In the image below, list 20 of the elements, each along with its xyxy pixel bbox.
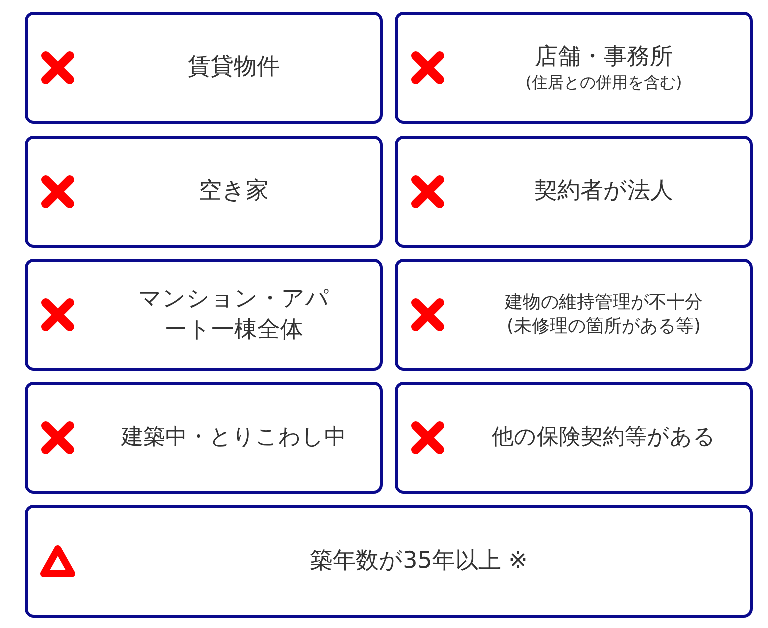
condition-box [395, 259, 753, 371]
condition-box [395, 382, 753, 494]
condition-text: マンション・アパート一棟全体 [138, 284, 330, 345]
condition-box [25, 12, 383, 124]
condition-note: (未修理の箇所がある等) [506, 315, 702, 339]
condition-text: 他の保険契約等がある [492, 424, 716, 452]
condition-text: 契約者が法人 [534, 177, 674, 206]
condition-box [25, 136, 383, 248]
condition-text: 築年数が35年以上 ※ [310, 546, 528, 576]
condition-box [25, 382, 383, 494]
condition-box [395, 136, 753, 248]
condition-note: (住居との併用を含む) [526, 73, 682, 94]
condition-box [25, 505, 753, 618]
condition-text: 建物の維持管理が不十分 [505, 291, 703, 316]
condition-box [395, 12, 753, 124]
condition-text: 建築中・とりこわし中 [122, 424, 346, 452]
condition-text: 店舗・事務所 [535, 43, 673, 72]
condition-text: 賃貸物件 [188, 53, 280, 82]
condition-box [25, 259, 383, 371]
condition-text: 空き家 [199, 177, 269, 206]
